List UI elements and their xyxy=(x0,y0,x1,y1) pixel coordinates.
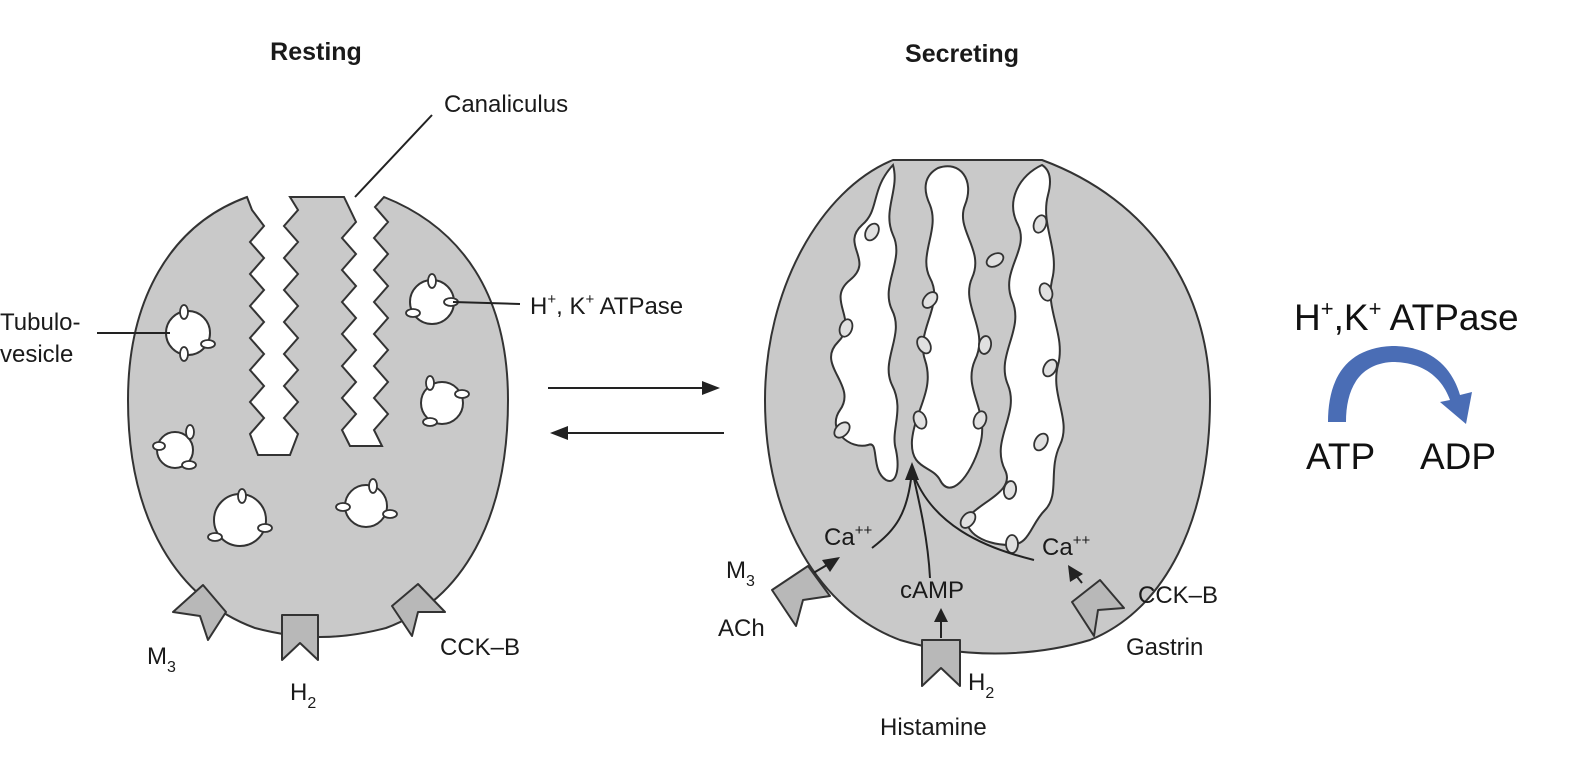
h-k-atpase-pumps xyxy=(833,214,1058,554)
forward-arrowhead xyxy=(702,381,720,395)
canaliculus-label: Canaliculus xyxy=(444,91,568,118)
m3-label-secreting: M3 xyxy=(726,557,755,590)
camp-label: cAMP xyxy=(900,577,964,604)
atpase-reaction: H+,K+ ATPase ATP ADP xyxy=(1294,296,1519,477)
product-label: ADP xyxy=(1420,436,1496,477)
tubulovesicle xyxy=(207,488,273,547)
histamine-label: Histamine xyxy=(880,714,987,741)
h2-receptor xyxy=(281,614,319,661)
tubulovesicle xyxy=(152,424,197,470)
tubulovesicle xyxy=(335,478,398,528)
tubulovesicle xyxy=(165,304,216,362)
m3-receptor-active xyxy=(771,565,831,627)
signaling-arrows xyxy=(809,462,1083,638)
cckb-label: CCK–B xyxy=(440,634,520,661)
ca-right-label: Ca++ xyxy=(1042,532,1090,561)
canaliculus-left xyxy=(830,162,899,482)
cckb-label-secreting: CCK–B xyxy=(1138,582,1218,609)
canaliculus-leader xyxy=(354,114,433,198)
tubulovesicle-label-line2: vesicle xyxy=(0,341,73,368)
gastrin-label: Gastrin xyxy=(1126,634,1203,661)
secreting-title: Secreting xyxy=(905,40,1019,68)
resting-cell: Resting xyxy=(0,38,683,712)
h2-receptor-active xyxy=(921,639,961,687)
equilibrium-arrows xyxy=(548,381,724,440)
substrate-label: ATP xyxy=(1306,436,1375,477)
secreting-cell-body xyxy=(763,159,1212,655)
m3-label: M3 xyxy=(147,643,176,676)
tubulovesicle xyxy=(420,375,470,427)
atpase-leader xyxy=(452,301,521,305)
canaliculus-middle xyxy=(910,165,984,489)
cckb-receptor-active xyxy=(1071,579,1125,637)
h2-label-secreting: H2 xyxy=(968,669,994,702)
resting-title: Resting xyxy=(270,38,362,66)
ach-label: ACh xyxy=(718,615,765,642)
ca-left-label: Ca++ xyxy=(824,522,872,551)
tubulovesicle-label-line1: Tubulo- xyxy=(0,309,80,336)
secreting-cell: Secreting xyxy=(718,40,1218,741)
atpase-label: H+, K+ ATPase xyxy=(530,291,683,320)
m3-receptor xyxy=(172,584,227,641)
reverse-arrowhead xyxy=(550,426,568,440)
cckb-receptor xyxy=(391,583,446,637)
reaction-arrow xyxy=(1328,346,1472,424)
h2-label: H2 xyxy=(290,679,316,712)
enzyme-label: H+,K+ ATPase xyxy=(1294,296,1519,338)
